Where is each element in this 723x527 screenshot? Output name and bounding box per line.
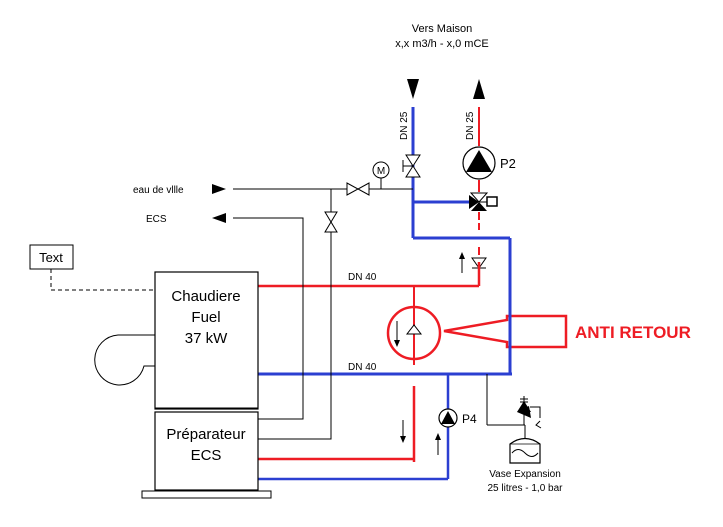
inlet-arrow-icon	[212, 184, 226, 194]
boiler-box	[154, 271, 259, 410]
gate-valve-icon	[402, 154, 421, 178]
flow-down-arrow-icon	[400, 420, 406, 443]
vase-label-2: 25 litres - 1,0 bar	[487, 483, 563, 494]
expansion-line	[486, 374, 526, 438]
leader-line	[50, 269, 155, 291]
three-way-valve-icon	[469, 192, 498, 211]
ecs-out-label: ECS	[146, 214, 167, 225]
cold-header-dn40	[258, 372, 512, 481]
outlet-arrow-icon	[212, 213, 226, 223]
callout-arrow-icon	[443, 314, 568, 349]
text-box-label: Text	[39, 250, 63, 265]
dn40-hot-label: DN 40	[348, 272, 377, 283]
boiler-base	[141, 490, 272, 499]
ecs-pipe	[233, 217, 304, 420]
safety-valve-icon	[517, 396, 542, 429]
dn25-cold-label: DN 25	[399, 111, 410, 140]
anti-return-valve-icon	[386, 305, 442, 361]
pump-p4-icon	[438, 408, 458, 428]
burner-icon	[94, 334, 155, 386]
preparateur-label-2: ECS	[191, 447, 222, 464]
up-arrow-icon	[473, 79, 485, 99]
expansion-vessel-icon	[509, 437, 541, 464]
eau-de-ville-label: eau de vllle	[133, 185, 184, 196]
cold-feed-pipe	[258, 189, 332, 440]
boiler-label-3: 37 kW	[185, 330, 228, 347]
pump-p2-label: P2	[500, 156, 516, 171]
pump-p4-label: P4	[462, 412, 477, 426]
motor-label: M	[377, 166, 385, 177]
destination-title: Vers Maison	[412, 23, 473, 35]
anti-retour-label: ANTI RETOUR	[575, 323, 691, 342]
isolation-valve-v-icon	[324, 211, 338, 233]
boiler-label-2: Fuel	[191, 309, 220, 326]
dn25-hot-label: DN 25	[465, 111, 476, 140]
dn40-cold-label: DN 40	[348, 362, 377, 373]
isolation-valve-h-icon	[346, 182, 370, 196]
flow-up-arrow-icon	[459, 252, 465, 273]
vase-label-1: Vase Expansion	[489, 469, 561, 480]
boiler-label-1: Chaudiere	[171, 288, 240, 305]
preparateur-box	[154, 411, 259, 491]
pump-p2-icon	[462, 146, 496, 180]
down-arrow-icon	[407, 79, 419, 99]
preparateur-label-1: Préparateur	[166, 426, 245, 443]
text-box	[29, 244, 74, 270]
motor-icon	[372, 161, 390, 189]
flow-spec: x,x m3/h - x,0 mCE	[395, 38, 489, 50]
flow-up-arrow-p4-icon	[435, 433, 441, 455]
